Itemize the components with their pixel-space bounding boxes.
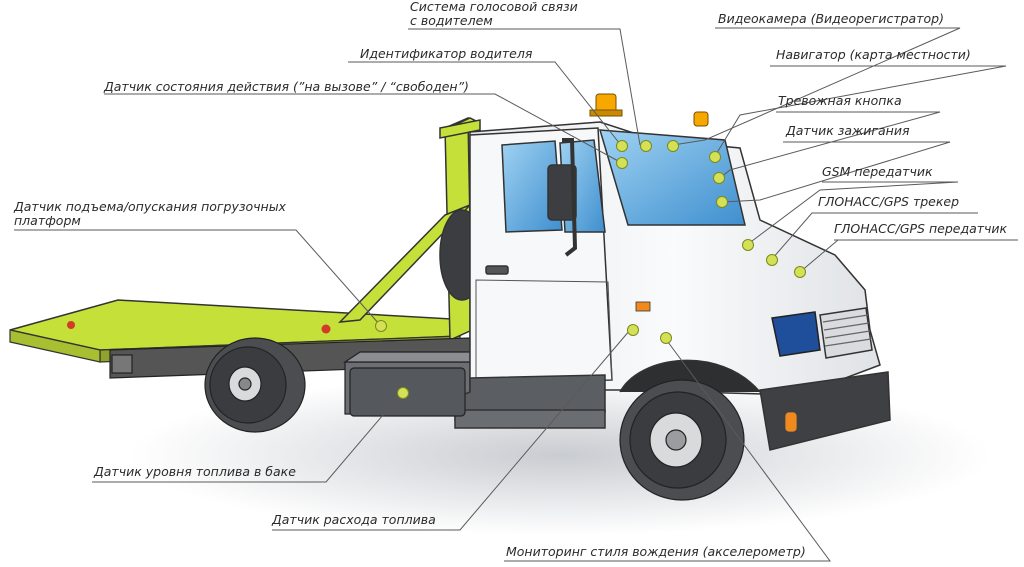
sensor-camera [667,140,679,152]
label-driving: Мониторинг стиля вождения (акселерометр) [506,544,806,559]
label-alarm: Тревожная кнопка [778,93,902,108]
sensor-alarm [713,172,725,184]
sensor-fuel-flow [627,324,639,336]
roof-beacons [589,93,709,127]
sensor-glonass-tracker [766,254,778,266]
leader-lines [14,27,1018,562]
label-fuel-level: Датчик уровня топлива в баке [94,464,296,479]
sensor-driving [660,332,672,344]
label-ignition: Датчик зажигания [786,123,910,138]
sensor-status [616,157,628,169]
sensor-ignition [716,196,728,208]
sensor-voice [640,140,652,152]
label-navigator: Навигатор (карта местности) [776,47,971,62]
sensor-navigator [709,151,721,163]
cab [439,121,891,451]
sensor-glonass-tx [794,266,806,278]
sensor-driver-id [616,140,628,152]
front-wheel [619,379,745,501]
label-glonass-tx: ГЛОНАСС/GPS передатчик [834,221,1008,236]
label-fuel-flow: Датчик расхода топлива [272,512,436,527]
label-lift: Датчик подъема/опускания погрузочных пла… [14,199,286,228]
label-glonass-tracker: ГЛОНАСС/GPS трекер [818,194,960,209]
sensor-fuel-level [397,387,409,399]
sensors [375,140,806,399]
platform-reflector [67,321,75,329]
label-status: Датчик состояния действия (”на вызове” /… [104,79,469,94]
rear-wheel [204,337,306,433]
platform-reflector [321,324,331,334]
label-gsm: GSM передатчик [822,164,933,179]
sensor-gsm [742,239,754,251]
label-voice: Система голосовой связи с водителем [410,0,578,28]
sensor-lift [375,320,387,332]
label-driver-id: Идентификатор водителя [360,46,533,61]
label-camera: Видеокамера (Видеорегистратор) [718,11,944,26]
